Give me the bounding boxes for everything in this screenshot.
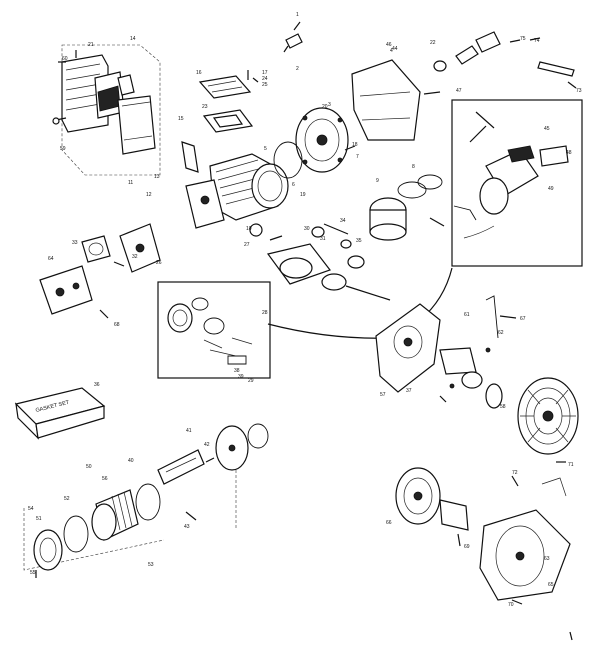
callout: 74 <box>534 38 540 44</box>
crankshaft-group <box>266 223 391 301</box>
callout: 59 <box>60 146 66 152</box>
callout-layer: 1 2 3 4 5 6 7 8 9 10 11 12 13 14 15 16 1… <box>28 12 582 608</box>
callout: 42 <box>204 442 210 448</box>
callout: 48 <box>566 150 572 156</box>
callout: 54 <box>28 506 34 512</box>
callout: 3 <box>328 102 331 108</box>
callout: 15 <box>178 116 184 122</box>
callout: 8 <box>412 164 415 170</box>
callout: 57 <box>380 392 386 398</box>
callout: 24 <box>262 76 268 82</box>
callout: 12 <box>146 192 152 198</box>
carb-detail-box <box>157 281 271 379</box>
cylinder-group <box>185 153 289 237</box>
crankcase-cover <box>273 107 356 179</box>
callout: 14 <box>130 36 136 42</box>
callout: 44 <box>392 46 398 52</box>
starter-group <box>395 461 573 641</box>
callout: 72 <box>512 470 518 476</box>
callout: 29 <box>248 378 254 384</box>
callout: 62 <box>498 330 504 336</box>
callout: 49 <box>548 186 554 192</box>
callout: 68 <box>114 322 120 328</box>
callout: 22 <box>430 40 436 46</box>
callout: 20 <box>322 104 328 110</box>
callout: 65 <box>548 582 554 588</box>
callout: 9 <box>376 178 379 184</box>
callout: 56 <box>102 476 108 482</box>
callout: 35 <box>356 238 362 244</box>
callout: 4 <box>390 48 393 54</box>
crankcase-group <box>375 295 517 409</box>
callout: 45 <box>544 126 550 132</box>
callout: 37 <box>406 388 412 394</box>
callout: 31 <box>320 236 326 242</box>
callout: 34 <box>340 218 346 224</box>
callout: 18 <box>352 142 358 148</box>
cover-plate-group <box>181 70 259 173</box>
callout: 19 <box>300 192 306 198</box>
callout: 30 <box>304 226 310 232</box>
callout: 32 <box>132 254 138 260</box>
callout: 55 <box>30 570 36 576</box>
callout: 43 <box>184 524 190 530</box>
callout: 58 <box>500 404 506 410</box>
callout: 50 <box>86 464 92 470</box>
callout: 73 <box>576 88 582 94</box>
callout: 63 <box>544 556 550 562</box>
callout: 66 <box>386 520 392 526</box>
choke-lever-group <box>433 31 577 89</box>
callout: 70 <box>508 602 514 608</box>
callout: 67 <box>520 316 526 322</box>
callout: 41 <box>186 428 192 434</box>
callout: 46 <box>386 42 392 48</box>
callout: 75 <box>520 36 526 42</box>
callout: 23 <box>202 104 208 110</box>
callout: 26 <box>156 260 162 266</box>
callout: 36 <box>94 382 100 388</box>
callout: 5 <box>264 146 267 152</box>
callout: 25 <box>262 82 268 88</box>
callout: 40 <box>128 458 134 464</box>
flywheel <box>517 377 579 455</box>
callout: 17 <box>262 70 268 76</box>
piston-group <box>369 174 445 241</box>
callout: 60 <box>62 56 68 62</box>
callout: 11 <box>128 180 133 186</box>
air-filter-group <box>23 423 269 578</box>
callout: 52 <box>64 496 70 502</box>
muffler-group <box>52 44 161 176</box>
callout: 64 <box>48 256 54 262</box>
callout: 33 <box>72 240 78 246</box>
callout: 47 <box>456 88 462 94</box>
callout: 13 <box>154 174 160 180</box>
callout: 16 <box>196 70 202 76</box>
spark-plug-top <box>283 21 303 53</box>
callout: 28 <box>262 310 268 316</box>
detail-box-right <box>451 99 583 267</box>
callout: 1 <box>296 12 299 18</box>
callout: 38 <box>234 368 240 374</box>
callout: 39 <box>238 374 244 380</box>
callout: 6 <box>292 182 295 188</box>
gasket-set-box <box>14 387 106 440</box>
callout: 2 <box>296 66 299 72</box>
callout: 69 <box>464 544 470 550</box>
callout: 61 <box>464 312 470 318</box>
callout: 21 <box>88 42 94 48</box>
callout: 27 <box>244 242 250 248</box>
callout: 10 <box>246 226 252 232</box>
top-shroud <box>351 59 441 141</box>
callout: 53 <box>148 562 154 568</box>
callout: 51 <box>36 516 42 522</box>
intake-group <box>39 223 161 319</box>
callout: 7 <box>356 154 359 160</box>
callout: 71 <box>568 462 574 468</box>
